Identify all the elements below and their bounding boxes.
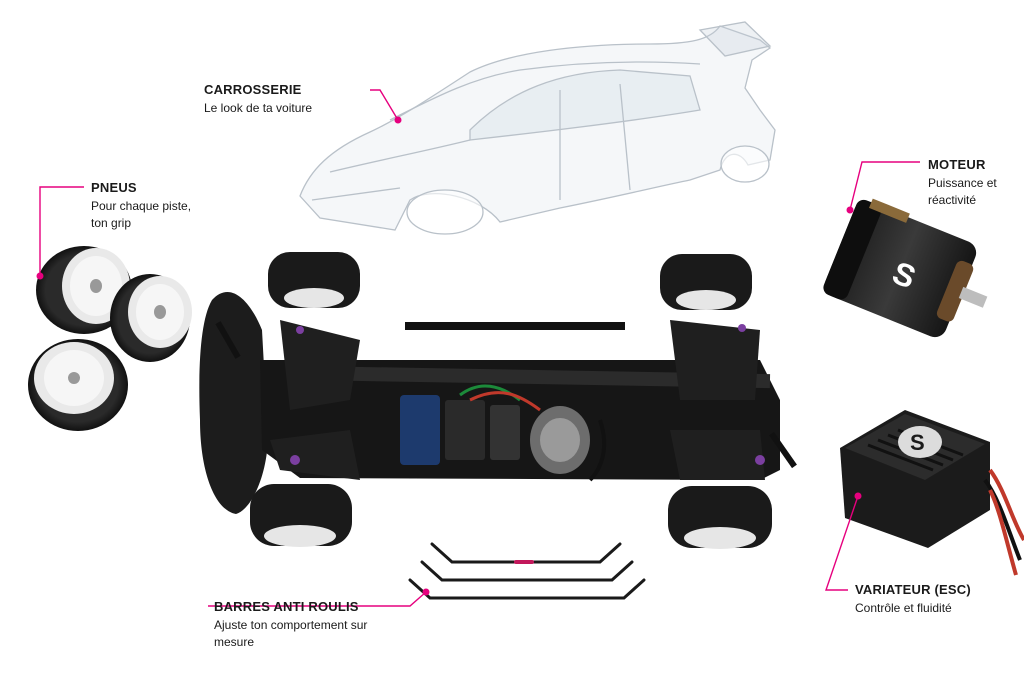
callout-variateur: VARIATEUR (ESC) Contrôle et fluidité	[855, 582, 1020, 617]
callout-line-variateur	[825, 495, 859, 591]
callout-dot-barres	[422, 588, 430, 596]
callout-barres: BARRES ANTI ROULIS Ajuste ton comporteme…	[214, 599, 384, 651]
callout-pneus-title: PNEUS	[91, 180, 137, 195]
callout-line-barres	[208, 591, 427, 607]
motor: S	[823, 198, 988, 338]
callout-variateur-desc: Contrôle et fluidité	[855, 601, 952, 615]
callout-pneus: PNEUS Pour chaque piste, ton grip	[91, 180, 211, 232]
tire-2	[110, 274, 192, 362]
tire-set	[28, 246, 192, 431]
callout-carrosserie-title: CARROSSERIE	[204, 82, 302, 97]
callout-dots	[36, 116, 862, 596]
callout-dot-variateur	[854, 492, 862, 500]
esc: S	[840, 410, 1024, 576]
callout-line-pneus	[39, 186, 84, 276]
callout-barres-desc: Ajuste ton comportement sur mesure	[214, 618, 368, 649]
chassis-wheel-rear-left	[660, 254, 752, 310]
callout-moteur: MOTEUR Puissance et réactivité	[928, 157, 1018, 209]
tire-3	[28, 339, 128, 431]
callout-barres-title: BARRES ANTI ROULIS	[214, 599, 359, 614]
callout-dot-pneus	[36, 272, 44, 280]
anti-roll-bars	[408, 542, 646, 600]
chassis-wheel-front-right	[250, 484, 352, 547]
chassis	[199, 252, 797, 549]
callout-line-carrosserie	[370, 89, 399, 121]
chassis-wheel-rear-right	[668, 486, 772, 549]
callout-carrosserie-desc: Le look de ta voiture	[204, 101, 313, 115]
callout-moteur-desc: Puissance et réactivité	[928, 176, 997, 207]
chassis-wheel-front-left	[268, 252, 360, 308]
callout-dot-moteur	[846, 206, 854, 214]
car-body-shell	[299, 21, 776, 235]
callout-dot-carrosserie	[394, 116, 402, 124]
callout-carrosserie: CARROSSERIE Le look de ta voiture	[204, 82, 354, 117]
callout-variateur-title: VARIATEUR (ESC)	[855, 582, 971, 597]
callout-pneus-desc: Pour chaque piste, ton grip	[91, 199, 192, 230]
esc-logo: S	[910, 430, 925, 455]
callout-moteur-title: MOTEUR	[928, 157, 986, 172]
callout-line-moteur	[849, 161, 920, 211]
callout-lines	[39, 89, 920, 607]
